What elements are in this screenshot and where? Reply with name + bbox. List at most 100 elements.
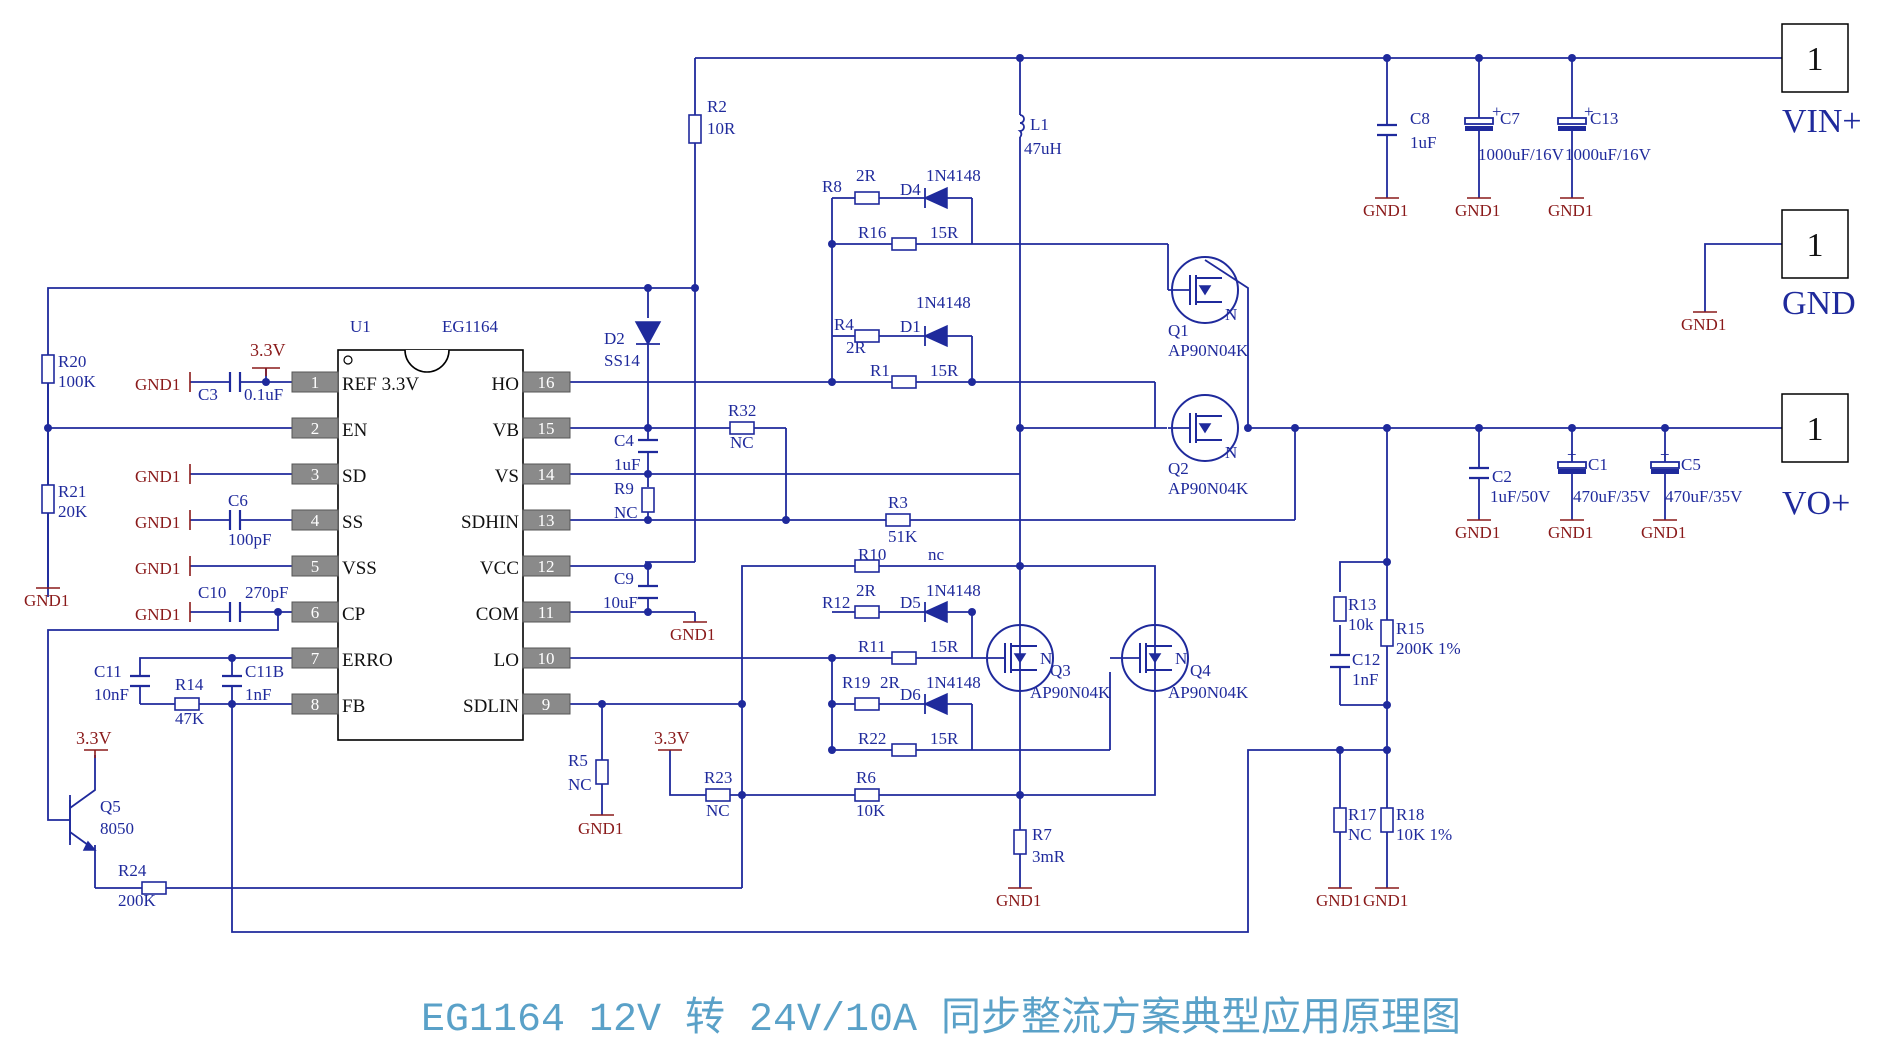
- value-r10: nc: [928, 545, 945, 564]
- gnd-label: GND1: [1641, 523, 1686, 542]
- label-r20: R20: [58, 352, 86, 371]
- label-c3: C3: [198, 385, 218, 404]
- label-r8: R8: [822, 177, 842, 196]
- ic-left-pins: 1 REF 3.3V 2 EN 3 SD 4 SS 5 VSS 6 CP 7 E…: [291, 371, 419, 717]
- label-r23: R23: [704, 768, 732, 787]
- label-l1: L1: [1030, 115, 1049, 134]
- gnd-label: GND1: [1455, 201, 1500, 220]
- connector-vout: [1781, 393, 1849, 463]
- pin-number: 7: [311, 649, 320, 668]
- label-r16: R16: [858, 223, 886, 242]
- value-c12: 1nF: [1352, 670, 1378, 689]
- resistor-r17: [1333, 807, 1347, 833]
- label-q4: Q4: [1190, 661, 1211, 680]
- resistor-r3: [885, 513, 911, 527]
- connector-pin: 1: [1807, 227, 1824, 264]
- value-q3: AP90N04K: [1030, 683, 1111, 702]
- mosfet-q2: N Q2 AP90N04K: [1168, 394, 1249, 498]
- value-r16: 15R: [930, 223, 959, 242]
- label-d4: D4: [900, 180, 921, 199]
- capacitor-c1: [1557, 461, 1587, 469]
- label-c12: C12: [1352, 650, 1380, 669]
- value-r2: 10R: [707, 119, 736, 138]
- resistor-r16: [891, 237, 917, 251]
- label-d2: D2: [604, 329, 625, 348]
- pin-name: CP: [342, 604, 365, 625]
- capacitors: C3 0.1uF C6 100pF C10 270pF C11 10nF C11…: [94, 102, 1743, 704]
- resistor-r11: [891, 651, 917, 665]
- v33-label: 3.3V: [654, 728, 690, 748]
- pin-name: SD: [342, 466, 366, 487]
- page-title: EG1164 12V 转 24V/10A 同步整流方案典型应用原理图: [421, 995, 1461, 1043]
- gnd-label: GND1: [1363, 201, 1408, 220]
- svg-text:+: +: [1567, 445, 1577, 464]
- gnd-label: GND1: [135, 559, 180, 578]
- ic-u1: U1 EG1164 1 REF 3.3V 2 EN 3 SD 4 SS 5 VS…: [291, 317, 571, 741]
- value-r9: NC: [614, 503, 638, 522]
- label-c1: C1: [1588, 455, 1608, 474]
- resistor-r19: [854, 697, 880, 711]
- value-c13: 1000uF/16V: [1565, 145, 1652, 164]
- resistor-r5: [595, 759, 609, 785]
- value-r1: 15R: [930, 361, 959, 380]
- svg-text:+: +: [1492, 102, 1502, 121]
- value-d5: 1N4148: [926, 581, 981, 600]
- label-r12: R12: [822, 593, 850, 612]
- value-r5: NC: [568, 775, 592, 794]
- label-q5: Q5: [100, 797, 121, 816]
- label-c4: C4: [614, 431, 634, 450]
- diode-d4: [923, 186, 948, 210]
- label-r7: R7: [1032, 825, 1052, 844]
- label-r10: R10: [858, 545, 886, 564]
- svg-text:N: N: [1040, 649, 1052, 668]
- gnd-label: GND1: [1455, 523, 1500, 542]
- value-q2: AP90N04K: [1168, 479, 1249, 498]
- resistor-r6: [854, 788, 880, 802]
- value-c7: 1000uF/16V: [1478, 145, 1565, 164]
- value-c11: 10nF: [94, 685, 129, 704]
- pin-number: 5: [311, 557, 320, 576]
- value-c8: 1uF: [1410, 133, 1436, 152]
- resistor-r14: [174, 697, 200, 711]
- value-c3: 0.1uF: [244, 385, 283, 404]
- v33-label: 3.3V: [76, 728, 112, 748]
- pin-name: VCC: [480, 558, 519, 579]
- power-symbols: 3.3V 3.3V 3.3V: [76, 340, 690, 758]
- gnd-label: GND1: [996, 891, 1041, 910]
- gnd-label: GND1: [1548, 201, 1593, 220]
- resistor-r18: [1380, 807, 1394, 833]
- pin-number: 9: [542, 695, 551, 714]
- resistor-r9: [641, 487, 655, 513]
- gnd-label: GND1: [135, 605, 180, 624]
- connector-net: VIN+: [1782, 103, 1862, 140]
- label-r3: R3: [888, 493, 908, 512]
- label-r4: R4: [834, 315, 854, 334]
- pin-name: SDHIN: [461, 512, 519, 533]
- value-c10: 270pF: [245, 583, 288, 602]
- connector-net: VO+: [1782, 485, 1850, 522]
- ic-part: EG1164: [442, 317, 499, 336]
- label-r13: R13: [1348, 595, 1376, 614]
- ic-right-pins: 16 HO 15 VB 14 VS 13 SDHIN 12 VCC 11 COM…: [461, 371, 571, 717]
- label-r19: R19: [842, 673, 870, 692]
- value-c4: 1uF: [614, 455, 640, 474]
- resistor-r2: [688, 114, 702, 144]
- resistor-r10: [854, 559, 880, 573]
- gnd-label: GND1: [1681, 315, 1726, 334]
- value-r3: 51K: [888, 527, 918, 546]
- label-q1: Q1: [1168, 321, 1189, 340]
- gnd-label: GND1: [578, 819, 623, 838]
- label-c7: C7: [1500, 109, 1520, 128]
- label-r22: R22: [858, 729, 886, 748]
- value-r32: NC: [730, 433, 754, 452]
- pin-number: 13: [538, 511, 555, 530]
- resistor-r24: [141, 881, 167, 895]
- wires: [47, 57, 1782, 933]
- diodes: D2 SS14 D4 1N4148 D1 1N4148 D5 1N4148 D6…: [604, 166, 981, 716]
- svg-text:N: N: [1175, 649, 1187, 668]
- capacitor-c13: [1557, 117, 1587, 125]
- value-c9: 10uF: [603, 593, 638, 612]
- label-c5: C5: [1681, 455, 1701, 474]
- label-r9: R9: [614, 479, 634, 498]
